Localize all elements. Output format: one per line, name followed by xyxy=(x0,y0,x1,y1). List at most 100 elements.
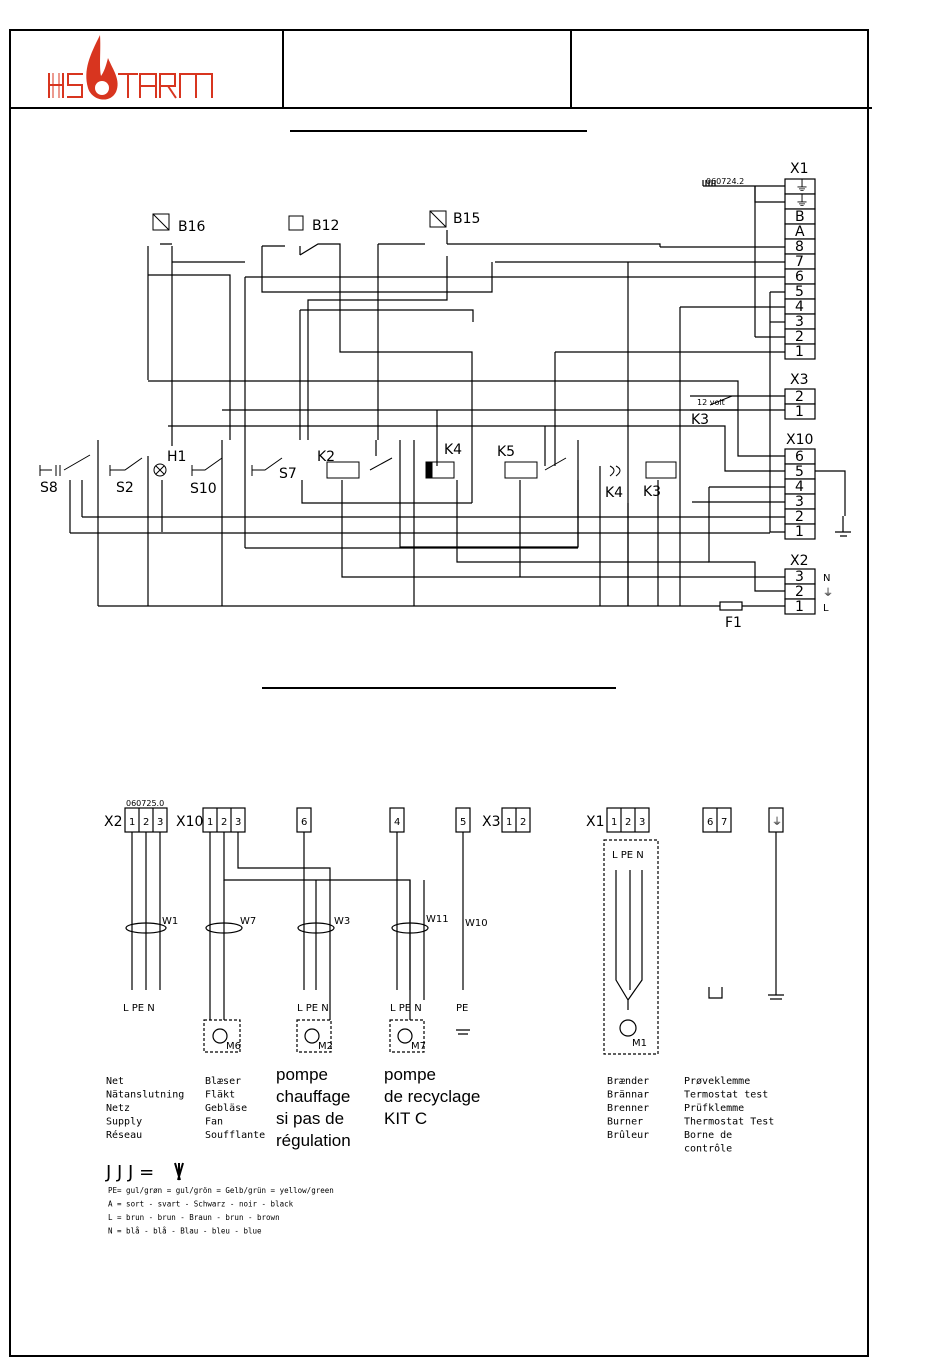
x1rows-cell-label: 5 xyxy=(795,284,804,300)
svg-text:1: 1 xyxy=(129,817,135,828)
x2rows-side-label: L xyxy=(823,603,829,614)
svg-text:4: 4 xyxy=(394,817,400,828)
schematic-wiring xyxy=(69,180,851,611)
svg-text:2: 2 xyxy=(625,817,631,828)
x10rows-cell-label: 5 xyxy=(795,464,804,480)
legend-text: Brännar xyxy=(607,1090,649,1101)
svg-text:X3: X3 xyxy=(482,814,501,830)
x1rows-cell-label: 7 xyxy=(795,254,804,270)
svg-text:S8: S8 xyxy=(40,480,58,496)
svg-text:J J J =: J J J = xyxy=(105,1162,154,1183)
svg-text:M2: M2 xyxy=(318,1041,333,1052)
x2rows-side-label: N xyxy=(823,573,830,584)
x1rows-cell-label: 1 xyxy=(795,344,804,360)
svg-text:12 volt: 12 volt xyxy=(697,398,725,407)
svg-text:X3: X3 xyxy=(790,372,809,388)
svg-text:060724.2: 060724.2 xyxy=(706,177,744,186)
legend-text: PE= gul/grøn = gul/grön = Gelb/grün = ye… xyxy=(108,1186,334,1195)
b12-sensor-icon xyxy=(288,215,304,231)
x1rows-cell xyxy=(784,343,816,360)
legend-text: Soufflante xyxy=(205,1130,265,1141)
x10rows-cell-label: 3 xyxy=(795,494,804,510)
svg-text:W7: W7 xyxy=(240,916,256,927)
legend-text: chauffage xyxy=(276,1087,350,1106)
legend-text: Netz xyxy=(106,1103,130,1114)
svg-text:1: 1 xyxy=(506,817,512,828)
legend-text: Brûleur xyxy=(607,1129,649,1141)
legend-text: Fan xyxy=(205,1117,223,1128)
x2rows-cell-label: 3 xyxy=(795,569,804,585)
svg-text:K5: K5 xyxy=(497,444,515,460)
svg-text:X2: X2 xyxy=(104,814,123,830)
legend-text: Net xyxy=(106,1076,124,1087)
svg-text:H1: H1 xyxy=(167,449,186,465)
k5-relay-coil xyxy=(504,461,538,479)
svg-text:060725.0: 060725.0 xyxy=(126,799,164,808)
svg-text:B15: B15 xyxy=(453,211,480,227)
legend-text: A = sort - svart - Schwarz - noir - blac… xyxy=(108,1200,294,1209)
legend-text: Réseau xyxy=(106,1129,142,1141)
svg-text:S10: S10 xyxy=(190,481,217,497)
svg-text:W10: W10 xyxy=(465,918,488,929)
x2rows-side-label: ⏚ xyxy=(823,587,833,599)
svg-text:K2: K2 xyxy=(317,449,335,465)
x3rows-cell xyxy=(784,403,816,420)
svg-text:L PE N: L PE N xyxy=(297,1003,329,1014)
legend-text: Supply xyxy=(106,1117,142,1128)
svg-text:W1: W1 xyxy=(162,916,178,927)
x10rows-cell-label: 6 xyxy=(795,449,804,465)
svg-text:X2: X2 xyxy=(790,553,809,569)
svg-text:2: 2 xyxy=(221,817,227,828)
legend-text: si pas de xyxy=(276,1109,344,1128)
svg-text:K3: K3 xyxy=(691,412,709,428)
x1rows-cell-label: 2 xyxy=(795,329,804,345)
legend-text: Termostat test xyxy=(684,1090,768,1101)
svg-text:X1: X1 xyxy=(586,814,605,830)
legend: NetNätanslutningNetzSupplyRéseauBlæserFl… xyxy=(105,1065,774,1236)
x1-label: X1 xyxy=(790,161,809,177)
svg-text:L PE N: L PE N xyxy=(123,1003,155,1014)
svg-text:M1: M1 xyxy=(632,1038,647,1049)
x10rows-cell-label: 4 xyxy=(795,479,804,495)
legend-text: pompe xyxy=(276,1065,328,1084)
legend-text: Gebläse xyxy=(205,1103,247,1114)
legend-text: N = blå - blå - Blau - bleu - blue xyxy=(108,1227,262,1236)
legend-text: L = brun - brun - Braun - brun - brown xyxy=(108,1213,280,1222)
x1rows-cell-label: 3 xyxy=(795,314,804,330)
legend-text: contrôle xyxy=(684,1143,732,1155)
k2-relay-coil xyxy=(326,461,360,479)
legend-text: Burner xyxy=(607,1117,643,1128)
x2rows-cell xyxy=(784,598,816,615)
x1rows-cell-label: ⏚ xyxy=(795,179,809,195)
svg-text:B12: B12 xyxy=(312,218,339,234)
svg-text:6: 6 xyxy=(301,817,307,828)
svg-text:PE: PE xyxy=(456,1003,468,1014)
svg-text:2: 2 xyxy=(143,817,149,828)
svg-text:L PE N: L PE N xyxy=(390,1003,422,1014)
company-logo xyxy=(48,35,213,100)
svg-text:3: 3 xyxy=(639,817,645,828)
cable-diagram xyxy=(124,807,784,1055)
cable-labels: X2 1 2 3 060725.0 W1 L PE N X10 1 2 3 W7… xyxy=(104,799,782,1052)
x2rows-cell-label: 2 xyxy=(795,584,804,600)
schematic-labels: B16 B12 B15 S8 S2 S10 S7 H1 K2 K4 K5 K3 … xyxy=(40,177,744,631)
x10rows-cell xyxy=(784,523,816,540)
x1rows-cell-label: 4 xyxy=(795,299,804,315)
legend-text: Prüfklemme xyxy=(684,1103,744,1114)
legend-text: Borne de xyxy=(684,1130,732,1141)
svg-text:K4: K4 xyxy=(444,442,462,458)
svg-text:M7: M7 xyxy=(411,1041,426,1052)
x3rows-cell-label: 1 xyxy=(795,404,804,420)
svg-text:X10: X10 xyxy=(786,432,813,448)
legend-text: pompe xyxy=(384,1065,436,1084)
legend-text: Thermostat Test xyxy=(684,1117,774,1128)
x1rows-cell-label: 8 xyxy=(795,239,804,255)
svg-text:1: 1 xyxy=(207,817,213,828)
svg-text:6: 6 xyxy=(707,817,713,828)
k3-relay-coil xyxy=(645,461,677,479)
x2rows-cell-label: 1 xyxy=(795,599,804,615)
x1rows-cell-label: B xyxy=(795,209,805,225)
